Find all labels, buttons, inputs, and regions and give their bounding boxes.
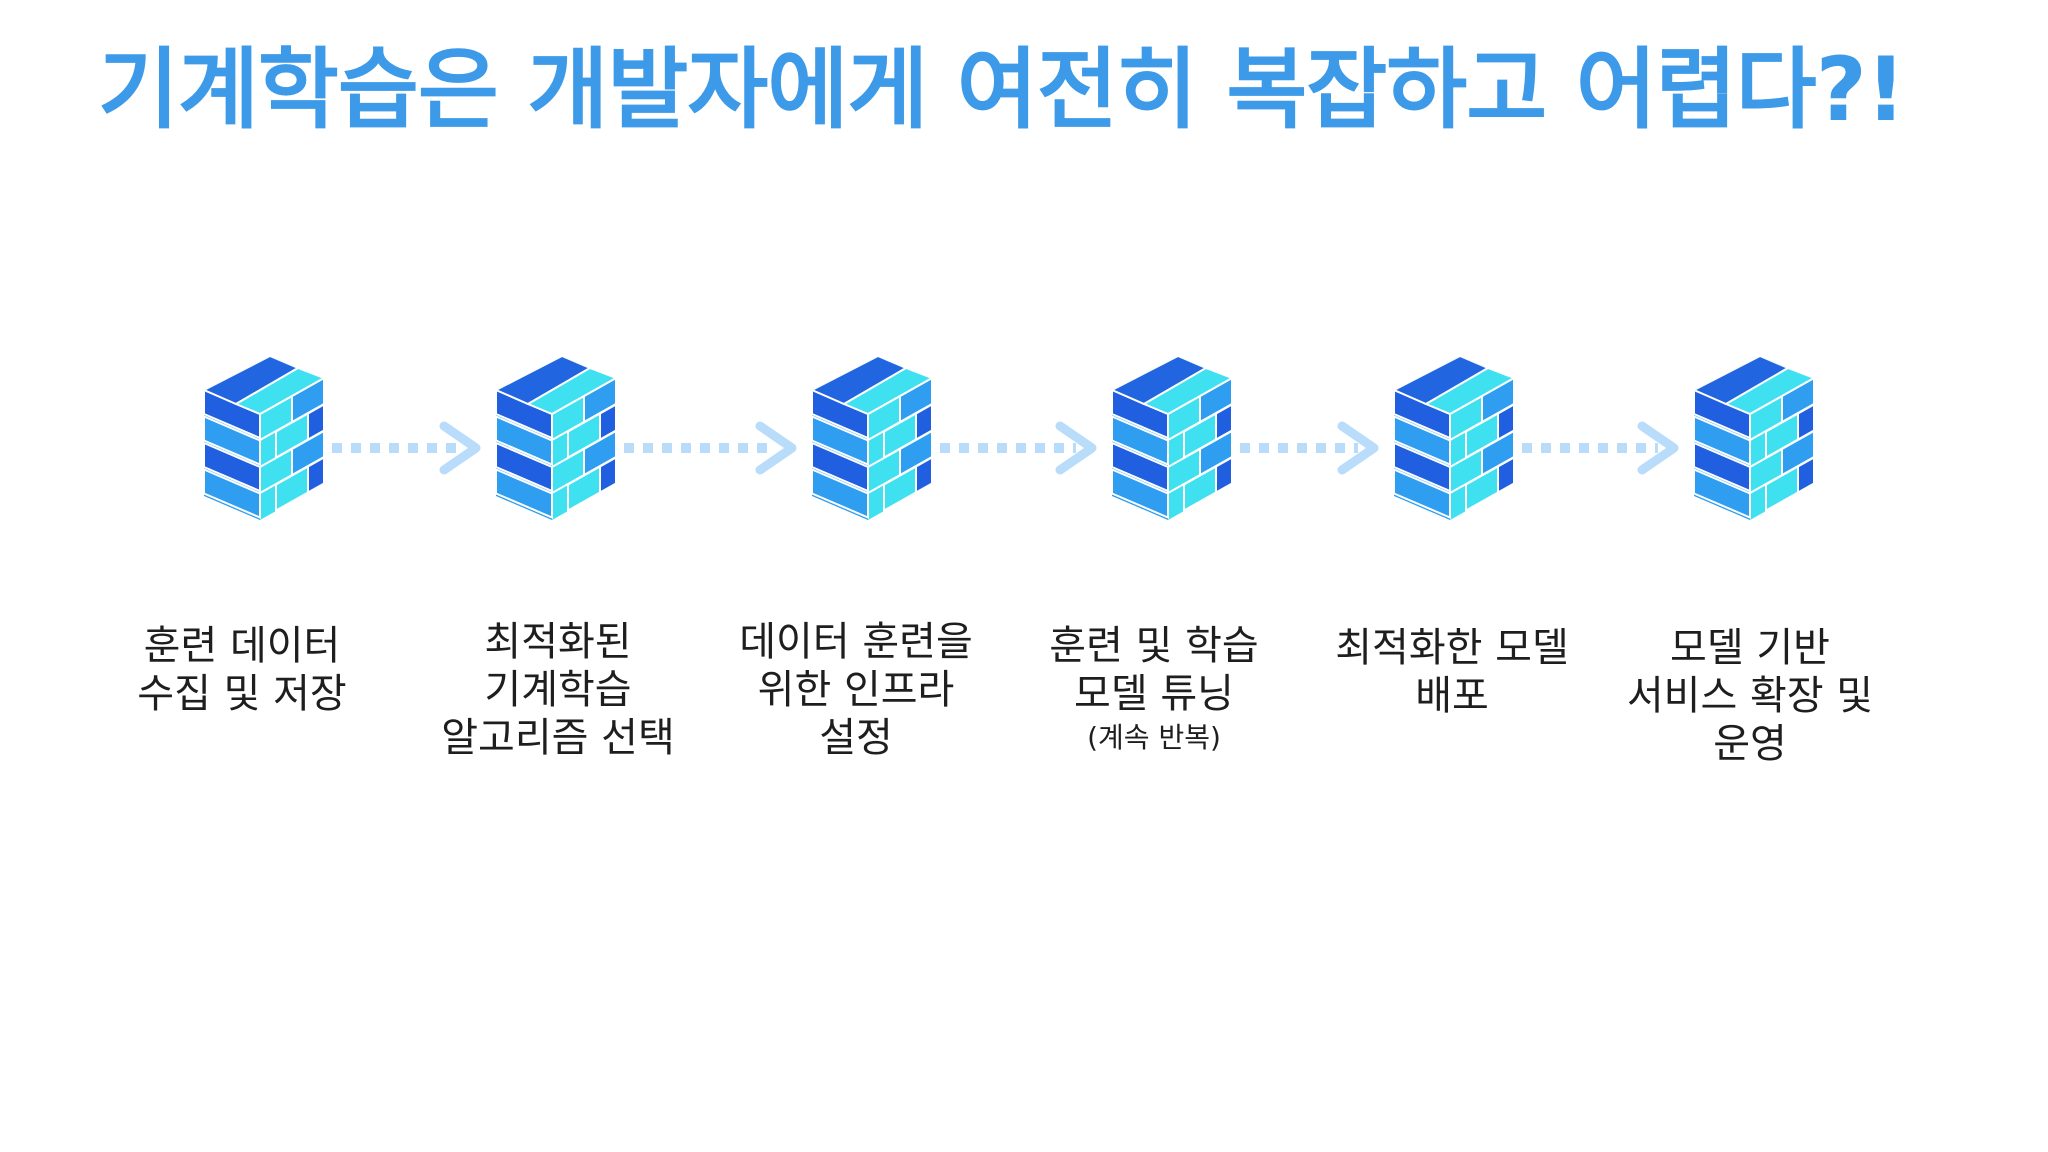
step-label-line: 설정 — [819, 715, 893, 761]
brick-wall-icon — [808, 354, 938, 542]
step-label: 데이터 훈련을 위한 인프라 설정 — [706, 618, 1006, 762]
step-label-note: (계속 반복) — [1087, 721, 1221, 754]
step-label-line: 서비스 확장 및 — [1626, 673, 1874, 719]
step-label-line: 위한 인프라 — [757, 667, 955, 713]
step-label: 훈련 데이터 수집 및 저장 — [92, 622, 392, 718]
step-label: 훈련 및 학습 모델 튜닝 (계속 반복) — [1004, 622, 1304, 758]
step-label-line: 모델 기반 — [1670, 625, 1830, 671]
dotted-arrow-icon — [1520, 418, 1680, 478]
step-label-line: 기계학습 — [484, 667, 632, 713]
step-label-line: 최적화한 모델 — [1335, 625, 1569, 671]
dotted-arrow-icon — [622, 418, 798, 478]
step-label-line: 운영 — [1713, 721, 1787, 767]
dotted-arrow-icon — [938, 418, 1098, 478]
step-label-line: 훈련 및 학습 — [1049, 623, 1259, 669]
step-label-line: 수집 및 저장 — [137, 671, 347, 717]
step-label-line: 훈련 데이터 — [143, 623, 341, 669]
step-label: 모델 기반 서비스 확장 및 운영 — [1600, 624, 1900, 768]
step-label: 최적화한 모델 배포 — [1302, 624, 1602, 720]
brick-wall-icon — [492, 354, 622, 542]
brick-wall-icon — [200, 354, 330, 542]
step-label-line: 데이터 훈련을 — [739, 619, 973, 665]
dotted-arrow-icon — [1238, 418, 1380, 478]
step-label-line: 최적화된 — [484, 619, 632, 665]
brick-wall-icon — [1108, 354, 1238, 542]
brick-wall-icon — [1690, 354, 1820, 542]
step-label-line: 알고리즘 선택 — [441, 715, 675, 761]
page-title: 기계학습은 개발자에게 여전히 복잡하고 어렵다?! — [98, 38, 1906, 141]
step-label: 최적화된 기계학습 알고리즘 선택 — [408, 618, 708, 762]
step-label-line: 모델 튜닝 — [1074, 671, 1234, 717]
dotted-arrow-icon — [330, 418, 482, 478]
brick-wall-icon — [1390, 354, 1520, 542]
step-label-line: 배포 — [1415, 673, 1489, 719]
